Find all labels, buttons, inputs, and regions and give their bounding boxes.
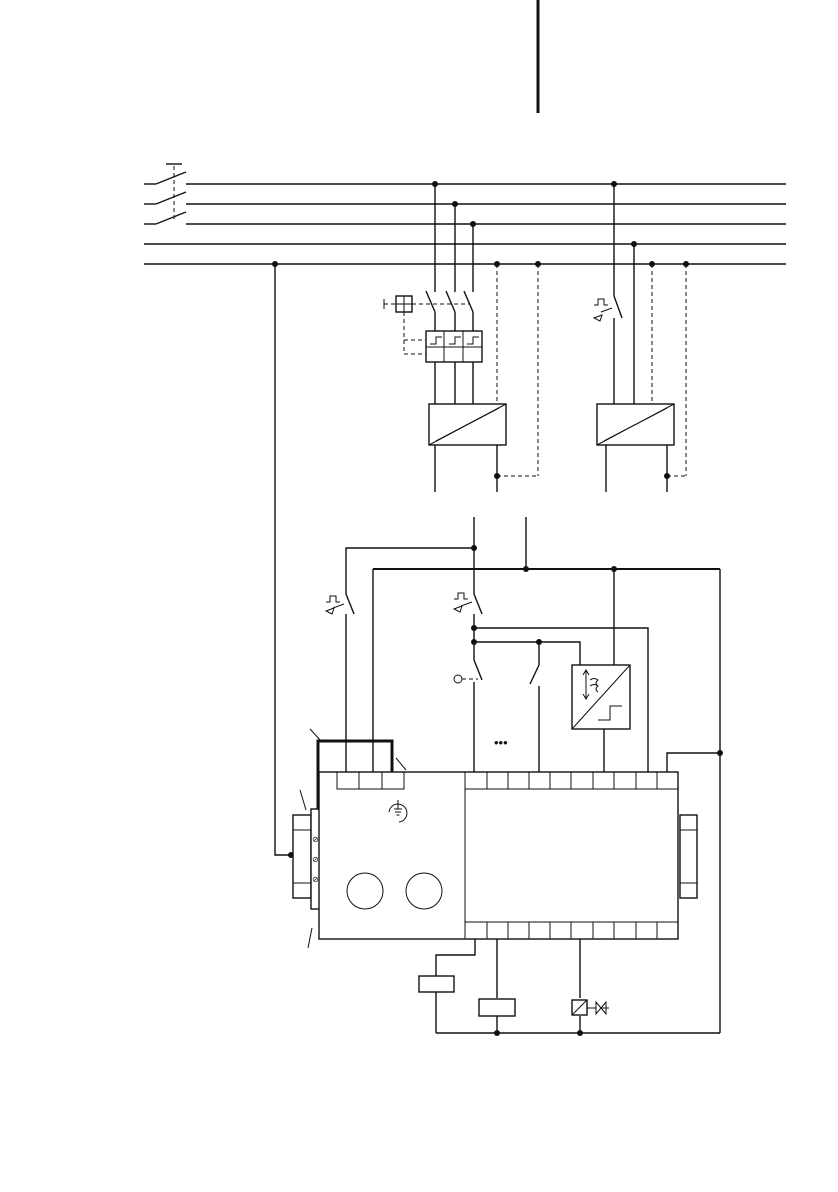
emergency-stop-icon-right [594, 299, 612, 321]
emergency-stop-contact-left [326, 594, 354, 740]
left-inverter-outputs [435, 445, 500, 492]
three-pole-main-switch [144, 164, 186, 224]
svg-text:⊘: ⊘ [312, 835, 319, 844]
ellipsis-label: ••• [494, 735, 508, 750]
frequency-inverter-right [597, 404, 674, 445]
output-circuit [436, 939, 720, 1036]
frequency-inverter-left [429, 404, 506, 445]
emergency-stop-contact-middle [454, 593, 482, 660]
svg-text:⊘: ⊘ [312, 875, 319, 884]
supply-busbars [144, 184, 786, 264]
pe-feeder [272, 261, 294, 858]
lamp-load [479, 999, 515, 1016]
switch-contact [530, 665, 539, 772]
pushbutton-contact [454, 660, 482, 772]
relay-coil [419, 976, 454, 992]
svg-text:⊘: ⊘ [312, 855, 319, 864]
terminal-strip: ⊘ ⊘ ⊘ [293, 809, 320, 909]
solenoid-valve [572, 1000, 609, 1015]
controller-module [319, 772, 678, 939]
right-inverter-outputs [606, 445, 670, 492]
expansion-module [680, 815, 697, 898]
signal-converter [572, 665, 630, 772]
